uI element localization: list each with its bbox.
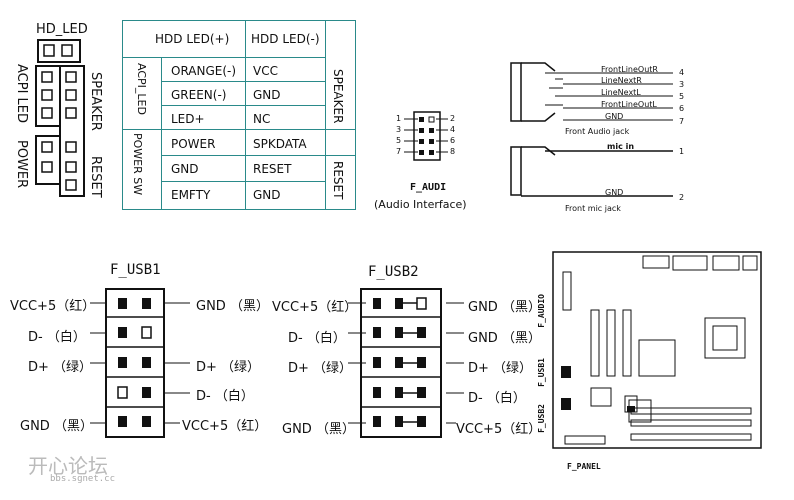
motherboard-diagram: F_AUDIO F_USB1 F_USB2 F_PANEL xyxy=(537,248,770,478)
f-audi-pin-1: 1 xyxy=(396,114,402,123)
motherboard-outline xyxy=(552,251,762,449)
row-right: VCC xyxy=(253,64,278,78)
f-audi-pin-6: 6 xyxy=(450,136,456,145)
usb1-right-label: D+ （绿） xyxy=(196,360,261,375)
audio-jack-diagram: FrontLineOutR 4 LineNextR 3 LineNextL 5 … xyxy=(505,55,705,220)
mic-in-num: 1 xyxy=(679,147,685,156)
watermark-logo: 开心论坛 xyxy=(28,454,108,478)
row-left: GREEN(-) xyxy=(171,88,227,102)
watermark-url: bbs.sgnet.cc xyxy=(50,474,116,484)
jack-line-label: FrontLineOutL xyxy=(601,100,657,109)
f-audi-pin-4: 4 xyxy=(450,125,456,134)
usb1-left-label: D- （白） xyxy=(28,330,86,345)
jack-line-num: 5 xyxy=(679,92,685,101)
hd-led-label: HD_LED xyxy=(36,22,88,37)
usb1-leader-lines xyxy=(90,302,190,424)
usb1-left-label: GND （黑） xyxy=(20,419,93,434)
mic-gnd-label: GND xyxy=(605,188,624,197)
jack-line-num: 3 xyxy=(679,80,685,89)
speaker-label: SPEAKER xyxy=(88,72,103,131)
audio-jack-lines xyxy=(510,62,673,197)
col1-header: HDD LED(+) xyxy=(155,32,230,46)
usb1-left-label: D+ （绿） xyxy=(28,360,93,375)
jack-line-label: LineNextL xyxy=(601,88,641,97)
mb-f-usb1-label: F_USB1 xyxy=(537,358,546,387)
pin-table: HDD LED(+) HDD LED(-) ACPI_LED POWER SW … xyxy=(122,20,356,210)
row-left: ORANGE(-) xyxy=(171,64,237,78)
mic-in-label: mic in xyxy=(607,142,635,151)
jack-line-num: 4 xyxy=(679,68,685,77)
usb2-left-label: D+ （绿） xyxy=(288,361,353,376)
row-left: LED+ xyxy=(171,112,205,126)
usb2-right-label: VCC+5（红） xyxy=(456,422,542,437)
mic-gnd-num: 2 xyxy=(679,193,685,202)
group-power-label: POWER SW xyxy=(131,133,144,196)
usb2-left-label: VCC+5（红） xyxy=(272,300,358,315)
row-left: POWER xyxy=(171,137,216,151)
jack-line-label: FrontLineOutR xyxy=(601,65,658,74)
usb1-right-label: GND （黑） xyxy=(196,299,269,314)
f-audi-pins xyxy=(404,111,448,161)
reset-label: RESET xyxy=(88,156,103,198)
jack-line-label: LineNextR xyxy=(601,76,642,85)
f-audi-pin-3: 3 xyxy=(396,125,402,134)
usb1-right-label: VCC+5（红） xyxy=(182,419,268,434)
front-audio-jack-label: Front Audio jack xyxy=(565,127,630,136)
mb-f-panel-label: F_PANEL xyxy=(567,462,601,471)
f-audi-title: F_AUDI xyxy=(410,182,447,193)
f-audi-pin-5: 5 xyxy=(396,136,402,145)
jack-line-num: 6 xyxy=(679,104,685,113)
mb-f-audio-label: F_AUDIO xyxy=(537,294,546,328)
front-mic-jack-label: Front mic jack xyxy=(565,204,621,213)
row-left: GND xyxy=(171,162,199,176)
col2-header: HDD LED(-) xyxy=(251,32,320,46)
f-audi-pin-7: 7 xyxy=(396,147,402,156)
usb1-left-label: VCC+5（红） xyxy=(10,299,96,314)
right-reset-label: RESET xyxy=(331,161,345,200)
usb2-right-label: GND （黑） xyxy=(468,300,541,315)
row-right: NC xyxy=(253,112,271,126)
front-panel-header: HD_LED ACPI LED POWER SPEAKER RESET xyxy=(0,0,110,210)
power-label: POWER xyxy=(14,140,29,189)
usb2-right-label: GND （黑） xyxy=(468,331,541,346)
row-right: RESET xyxy=(253,162,292,176)
front-panel-pins xyxy=(35,39,85,197)
right-speaker-label: SPEAKER xyxy=(331,69,345,124)
row-right: GND xyxy=(253,88,281,102)
row-right: GND xyxy=(253,188,281,202)
group-acpi-label: ACPI_LED xyxy=(135,63,148,115)
usb2-right-label: D+ （绿） xyxy=(468,361,533,376)
jack-line-num: 7 xyxy=(679,117,685,126)
f-audi-pin-8: 8 xyxy=(450,147,456,156)
jack-line-label: GND xyxy=(605,112,624,121)
usb2-right-label: D- （白） xyxy=(468,391,526,406)
f-audi-pin-2: 2 xyxy=(450,114,456,123)
f-audi-header: 1 3 5 7 2 4 6 8 F_AUDI (Audio Interface) xyxy=(370,108,500,213)
f-usb1-title: F_USB1 xyxy=(110,262,161,278)
f-audi-subtitle: (Audio Interface) xyxy=(374,198,467,211)
f-usb2-title: F_USB2 xyxy=(368,264,419,280)
usb1-right-label: D- （白） xyxy=(196,389,254,404)
acpi-led-label: ACPI LED xyxy=(14,64,29,124)
row-left: EMFTY xyxy=(171,188,211,202)
usb2-leader-lines xyxy=(348,302,464,424)
row-right: SPKDATA xyxy=(253,137,307,151)
usb2-left-label: D- （白） xyxy=(288,331,346,346)
mb-f-usb2-label: F_USB2 xyxy=(537,404,546,433)
f-usb1-pins xyxy=(105,288,165,438)
usb2-left-label: GND （黑） xyxy=(282,422,355,437)
